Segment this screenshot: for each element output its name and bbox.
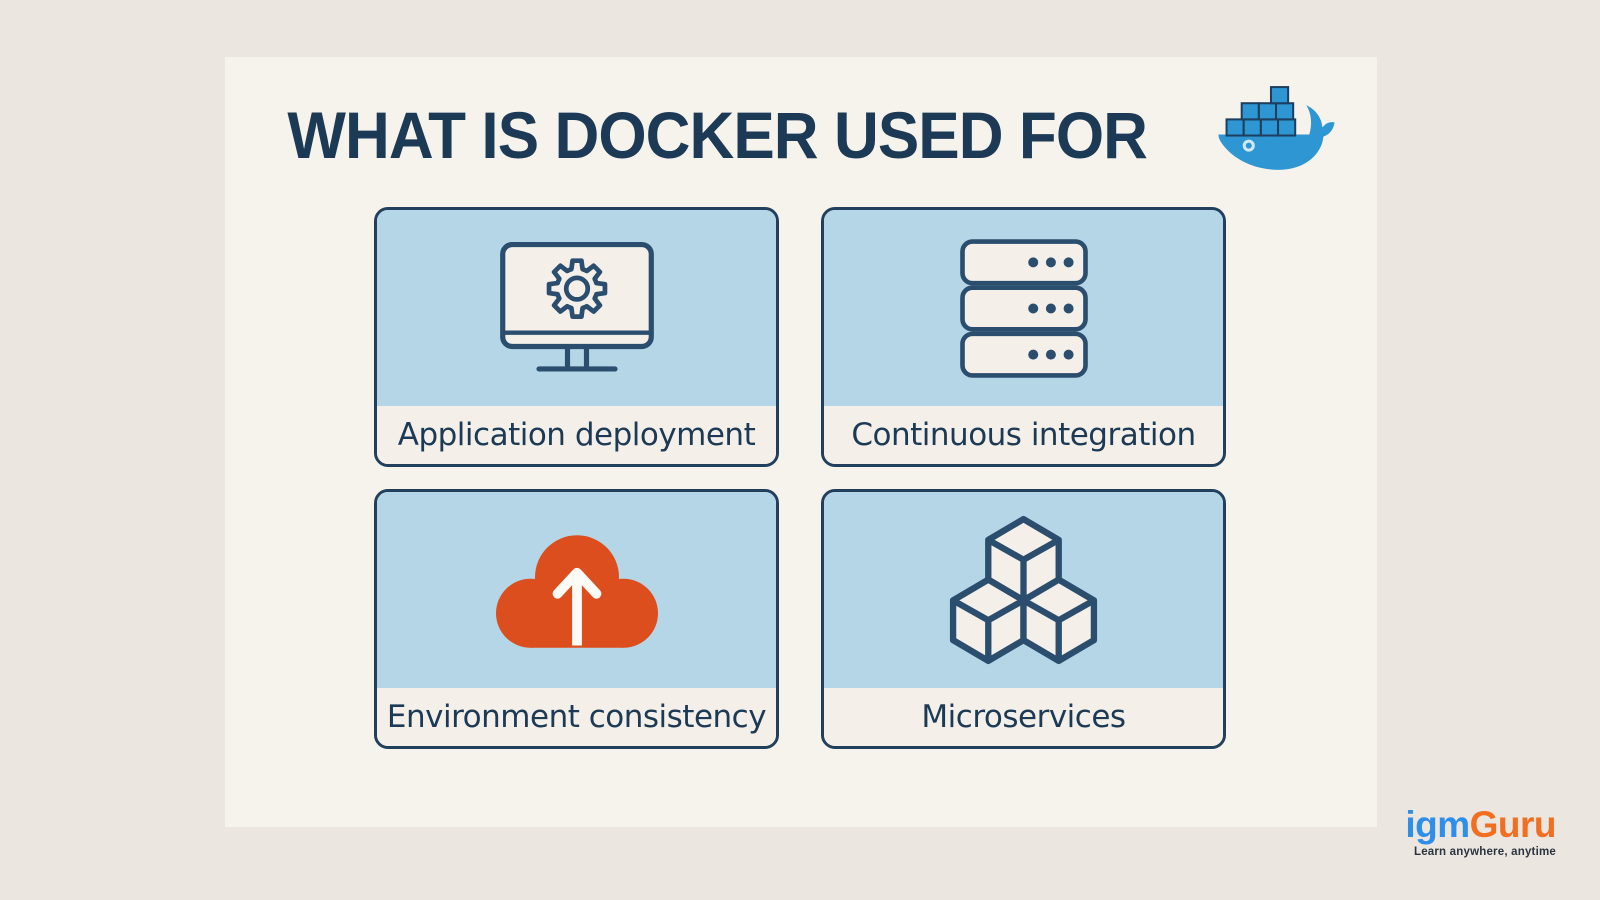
cloud-upload-icon xyxy=(495,535,658,648)
card-label: Microservices xyxy=(824,688,1223,746)
use-case-grid: Application deployment Continuous integr… xyxy=(374,207,1226,749)
card-environment-consistency: Environment consistency xyxy=(374,489,779,749)
igmguru-logo: igmGuru Learn anywhere, anytime xyxy=(1405,806,1556,859)
card-continuous-integration: Continuous integration xyxy=(821,207,1226,467)
igmguru-wordmark: igmGuru xyxy=(1405,806,1556,843)
wordmark-guru: Guru xyxy=(1469,803,1557,845)
page-title: WHAT IS DOCKER USED FOR xyxy=(287,98,1148,172)
card-microservices: Microservices xyxy=(821,489,1226,749)
card-label: Application deployment xyxy=(377,406,776,464)
card-label: Continuous integration xyxy=(824,406,1223,464)
server-stack-icon xyxy=(959,238,1088,378)
card-application-deployment: Application deployment xyxy=(374,207,779,467)
cubes-icon xyxy=(949,515,1098,665)
header: WHAT IS DOCKER USED FOR xyxy=(0,85,1600,185)
wordmark-igm: igm xyxy=(1405,803,1470,845)
monitor-gear-icon xyxy=(499,241,654,372)
brand-tagline: Learn anywhere, anytime xyxy=(1413,845,1556,858)
card-label: Environment consistency xyxy=(377,688,776,746)
docker-whale-icon xyxy=(1218,86,1335,170)
